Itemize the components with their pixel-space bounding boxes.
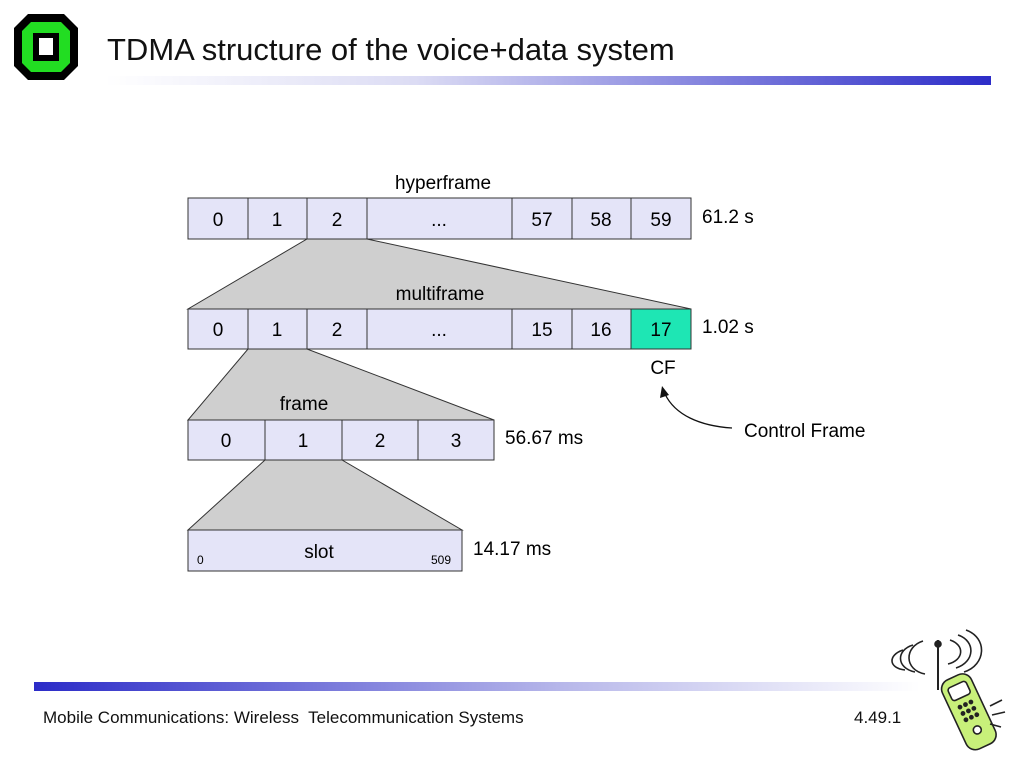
hyperframe-row: 0 1 2 ... 57 58 59 [187, 197, 692, 240]
hyperframe-cell-label: 57 [531, 210, 552, 231]
hyperframe-cell-label: 59 [650, 210, 671, 231]
frame-cell [417, 419, 495, 461]
slot-cell [187, 529, 463, 572]
frame-cell-label: 1 [298, 431, 309, 452]
multiframe-row: 0 1 2 ... 15 16 17 [187, 308, 692, 350]
slot-end-index: 509 [431, 553, 451, 567]
hyperframe-cell [366, 197, 513, 240]
hyperframe-cell [630, 197, 692, 240]
hyperframe-label: hyperframe [395, 173, 491, 194]
frame-label: frame [280, 394, 329, 415]
frame-cell-label: 2 [375, 431, 386, 452]
multiframe-cell-label: ... [431, 320, 447, 341]
slot-start-index: 0 [197, 553, 204, 567]
frame-cell [264, 419, 343, 461]
multiframe-cell-label: 0 [213, 320, 224, 341]
multiframe-cell-label: 15 [531, 320, 552, 341]
multiframe-cell-control [630, 308, 692, 350]
multiframe-cell [306, 308, 368, 350]
zoom-connector-multi-to-frame [186, 348, 495, 421]
multiframe-cell-label: 17 [650, 320, 671, 341]
footer-bar [34, 682, 920, 691]
slot-row: slot 0 509 [187, 529, 463, 572]
arrowhead-icon [660, 386, 669, 398]
zoom-connector-frame-to-slot [186, 459, 464, 531]
university-logo [14, 14, 78, 80]
frame-row: 0 1 2 3 [187, 419, 495, 461]
hyperframe-duration: 61.2 s [702, 207, 754, 228]
hyperframe-cell-label: 58 [590, 210, 611, 231]
hyperframe-cell [571, 197, 632, 240]
frame-cell [341, 419, 419, 461]
control-frame-abbrev: CF [650, 358, 675, 379]
slot-duration: 14.17 ms [473, 539, 551, 560]
frame-duration: 56.67 ms [505, 428, 583, 449]
slide-title: TDMA structure of the voice+data system [107, 32, 675, 67]
mobile-phone-icon [891, 629, 1006, 751]
frame-cell-label: 3 [451, 431, 462, 452]
hyperframe-cell [306, 197, 368, 240]
frame-cell [187, 419, 266, 461]
multiframe-cell [366, 308, 513, 350]
hyperframe-cell-label: 2 [332, 210, 343, 231]
multiframe-cell [511, 308, 573, 350]
hyperframe-cell-label: 1 [272, 210, 283, 231]
hyperframe-cell-label: ... [431, 210, 447, 231]
multiframe-label: multiframe [396, 284, 485, 305]
slot-label: slot [304, 542, 334, 563]
footer-course-title: Mobile Communications: Wireless Telecomm… [43, 708, 524, 727]
hyperframe-cell-label: 0 [213, 210, 224, 231]
frame-cell-label: 0 [221, 431, 232, 452]
hyperframe-cell [511, 197, 573, 240]
slide-number: 4.49.1 [854, 708, 902, 727]
multiframe-cell-label: 16 [590, 320, 611, 341]
multiframe-cell-label: 2 [332, 320, 343, 341]
title-underline-bar [105, 76, 991, 85]
multiframe-cell [187, 308, 249, 350]
hyperframe-cell [187, 197, 249, 240]
control-frame-arrow [664, 393, 733, 429]
multiframe-duration: 1.02 s [702, 317, 754, 338]
control-frame-label: Control Frame [744, 421, 865, 442]
multiframe-cell-label: 1 [272, 320, 283, 341]
